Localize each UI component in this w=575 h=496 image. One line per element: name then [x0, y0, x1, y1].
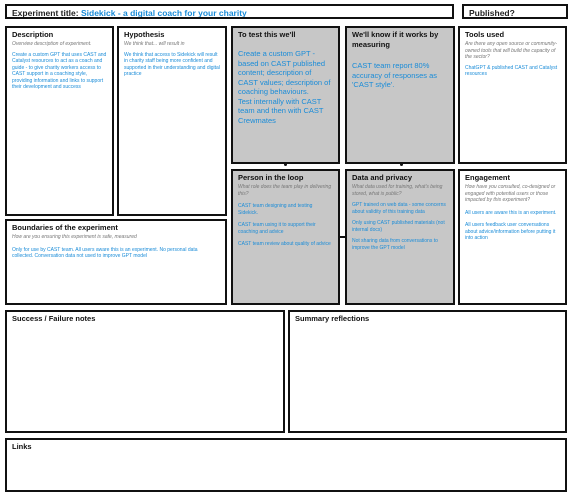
description-heading: Description — [12, 30, 54, 39]
boundaries-card[interactable]: Boundaries of the experiment How are you… — [5, 219, 227, 305]
summary-reflections-heading: Summary reflections — [295, 314, 370, 323]
success-failure-card[interactable]: Success / Failure notes — [5, 310, 285, 433]
engagement-item: All users feedback user conversations ab… — [465, 222, 556, 241]
data-privacy-item: Only using CAST published materials (not… — [352, 220, 445, 233]
measuring-heading: We'll know if it works by measuring — [352, 30, 439, 49]
links-card[interactable]: Links — [5, 438, 567, 492]
tools-subheading: Are there any open source or community-o… — [465, 41, 557, 60]
measuring-card[interactable]: We'll know if it works by measuring CAST… — [345, 26, 455, 164]
success-failure-heading: Success / Failure notes — [12, 314, 96, 323]
hypothesis-body: We think that access to Sidekick will re… — [124, 51, 220, 78]
boundaries-subheading: How are you ensuring this experiment is … — [12, 234, 137, 240]
person-in-loop-card[interactable]: Person in the loop What role does the te… — [231, 169, 340, 305]
to-test-body: Create a custom GPT - based on CAST publ… — [238, 49, 331, 125]
to-test-card[interactable]: To test this we'll Create a custom GPT -… — [231, 26, 340, 164]
person-in-loop-item: CAST team designing and testing Sidekick… — [238, 203, 313, 216]
data-privacy-item: Not sharing data from conversations to i… — [352, 238, 438, 251]
hypothesis-card[interactable]: Hypothesis We think that... will result … — [117, 26, 227, 216]
boundaries-heading: Boundaries of the experiment — [12, 223, 118, 232]
published-box[interactable]: Published? — [462, 4, 568, 19]
links-heading: Links — [12, 442, 32, 451]
connector-dot-left — [284, 163, 287, 166]
boundaries-body: Only for use by CAST team. All users awa… — [12, 246, 198, 260]
hypothesis-heading: Hypothesis — [124, 30, 165, 39]
description-body: Create a custom GPT that uses CAST and C… — [12, 51, 107, 91]
experiment-title: Experiment title: Sidekick - a digital c… — [12, 7, 447, 18]
tools-body: ChatGPT & published CAST and Catalyst re… — [465, 64, 558, 78]
experiment-title-value[interactable]: Sidekick - a digital coach for your char… — [80, 8, 247, 18]
data-privacy-heading: Data and privacy — [352, 173, 413, 182]
person-in-loop-item: CAST team review about quality of advice — [238, 241, 331, 247]
person-in-loop-heading: Person in the loop — [238, 173, 304, 182]
experiment-title-bar: Experiment title: Sidekick - a digital c… — [5, 4, 454, 19]
published-label: Published? — [469, 8, 515, 18]
hypothesis-subheading: We think that... will result in — [124, 41, 185, 47]
engagement-item: All users are aware this is an experimen… — [465, 209, 557, 216]
connector-dot-right — [400, 163, 403, 166]
description-card[interactable]: Description Overview description of expe… — [5, 26, 114, 216]
summary-reflections-card[interactable]: Summary reflections — [288, 310, 567, 433]
data-privacy-item: GPT trained on web data - some concerns … — [352, 202, 446, 215]
person-in-loop-subheading: What role does the team play in deliveri… — [238, 184, 332, 197]
data-privacy-subheading: What data used for training, what's bein… — [352, 184, 443, 197]
engagement-heading: Engagement — [465, 173, 511, 182]
connector-line — [339, 236, 346, 238]
engagement-subheading: How have you consulted, co-designed or e… — [465, 184, 556, 203]
engagement-card[interactable]: Engagement How have you consulted, co-de… — [458, 169, 567, 305]
person-in-loop-item: CAST team using it to support their coac… — [238, 222, 316, 235]
tools-heading: Tools used — [465, 30, 505, 39]
tools-card[interactable]: Tools used Are there any open source or … — [458, 26, 567, 164]
description-subheading: Overview description of experiment. — [12, 41, 92, 47]
to-test-heading: To test this we'll — [238, 30, 296, 39]
data-privacy-card[interactable]: Data and privacy What data used for trai… — [345, 169, 455, 305]
experiment-title-label: Experiment title: — [12, 8, 81, 18]
measuring-body: CAST team report 80% accuracy of respons… — [352, 61, 438, 89]
